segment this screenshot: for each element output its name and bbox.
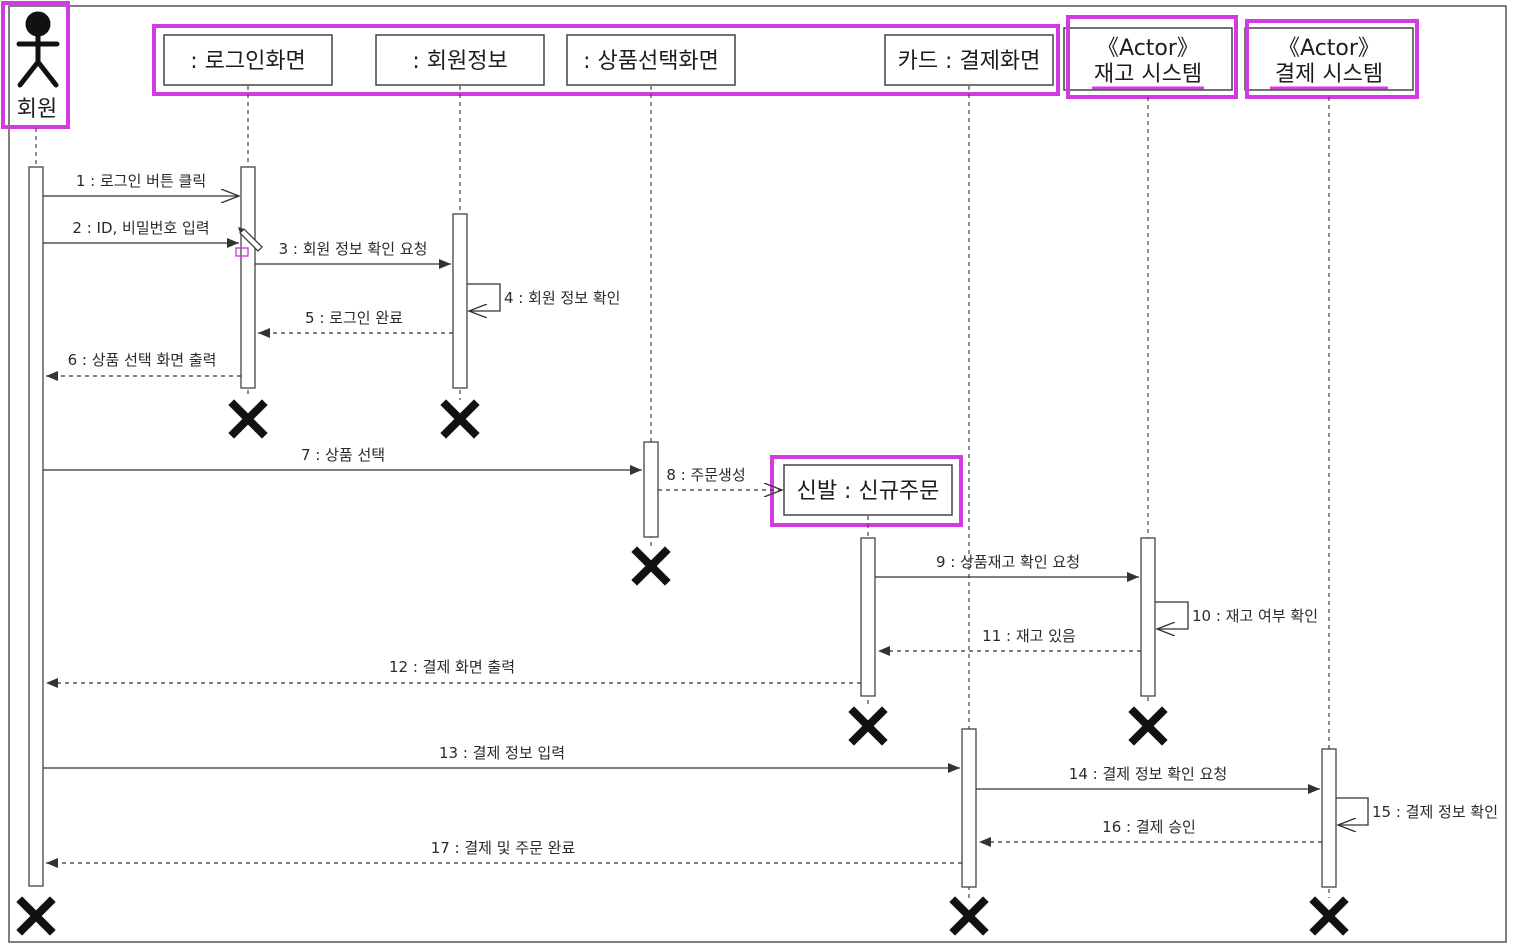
messages [43,196,1369,868]
highlight-stock [1066,15,1238,99]
actor-label: 회원 [17,97,57,122]
object-payment-system: 《Actor》 결제 시스템 [1244,27,1414,91]
message-4-arrow [467,283,501,311]
destroy-marks [16,399,1349,936]
object-label: 신발 : 신규주문 [797,479,940,504]
pencil-cursor-icon [235,227,263,257]
destroy-icon [440,399,480,439]
message-16-label: 16 : 결제 승인 [1102,818,1196,836]
message-8-label: 8 : 주문생성 [666,466,745,484]
activation-card [961,728,977,888]
highlight-objects [152,24,1060,96]
message-2-label: 2 : ID, 비밀번호 입력 [72,219,209,237]
object-member-info: : 회원정보 [375,34,545,86]
object-label: 카드 : 결제화면 [898,49,1041,74]
object-label: : 회원정보 [412,49,507,74]
object-label: : 로그인화면 [190,49,306,74]
message-3-label: 3 : 회원 정보 확인 요청 [279,240,428,258]
message-13-label: 13 : 결제 정보 입력 [439,744,565,762]
message-5-label: 5 : 로그인 완료 [305,309,403,327]
destroy-icon [1309,896,1349,936]
activation-payment [1321,748,1337,888]
activation-stock [1140,537,1156,697]
diagram-frame [8,5,1507,943]
message-10-arrow [1155,601,1189,629]
highlight-boxes [1,1,1419,527]
message-9-label: 9 : 상품재고 확인 요청 [936,553,1080,571]
message-4-label: 4 : 회원 정보 확인 [504,289,620,307]
activations [28,166,1337,888]
highlight-actor [1,1,70,129]
actor-member: 회원 [16,11,60,122]
destroy-icon [848,706,888,746]
message-6-label: 6 : 상품 선택 화면 출력 [68,351,217,369]
message-7-label: 7 : 상품 선택 [301,446,385,464]
activation-product [643,441,659,538]
object-label: 결제 시스템 [1275,62,1383,87]
destroy-icon [949,896,989,936]
activation-member [28,166,44,887]
destroy-icon [1128,706,1168,746]
object-login: : 로그인화면 [163,34,333,86]
destroy-icon [16,896,56,936]
stereotype-label: 《Actor》 [1278,36,1380,61]
message-10-label: 10 : 재고 여부 확인 [1192,607,1318,625]
activation-login [240,166,256,389]
object-product-screen: : 상품선택화면 [566,34,736,86]
object-label: 재고 시스템 [1094,62,1202,87]
object-label: : 상품선택화면 [583,49,719,74]
message-1-label: 1 : 로그인 버튼 클릭 [76,172,206,190]
activation-order [860,537,876,697]
destroy-icon [631,546,671,586]
stereotype-label: 《Actor》 [1097,36,1199,61]
message-12-label: 12 : 결제 화면 출력 [389,658,515,676]
object-card-payment: 카드 : 결제화면 [884,34,1054,86]
stick-figure-icon [16,11,60,88]
object-stock-system: 《Actor》 재고 시스템 [1063,27,1233,91]
message-11-label: 11 : 재고 있음 [982,627,1076,645]
activation-member-info [452,213,468,389]
highlight-payment [1245,19,1419,99]
destroy-icon [228,399,268,439]
message-14-label: 14 : 결제 정보 확인 요청 [1069,765,1227,783]
message-17-label: 17 : 결제 및 주문 완료 [431,839,576,857]
message-labels: 1 : 로그인 버튼 클릭 2 : ID, 비밀번호 입력 3 : 회원 정보 … [68,172,1498,857]
message-15-arrow [1336,797,1369,825]
object-new-order: 신발 : 신규주문 [783,464,953,516]
message-15-label: 15 : 결제 정보 확인 [1372,803,1498,821]
